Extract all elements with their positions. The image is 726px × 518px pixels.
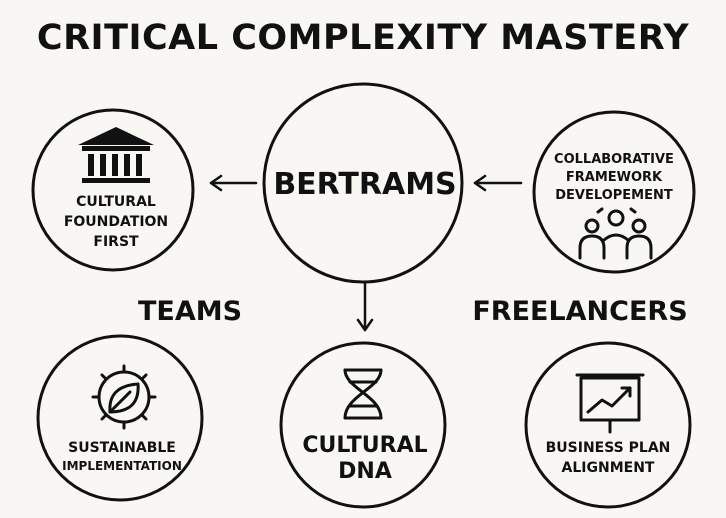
left-node-line-3: FIRST — [93, 234, 139, 250]
temple-icon — [78, 127, 154, 183]
bottom-left-node[interactable]: SUSTAINABLE IMPLEMENTATION — [36, 334, 204, 502]
bottom-right-circle — [524, 341, 692, 509]
bottom-center-node[interactable]: CULTURAL DNA — [279, 341, 447, 509]
teams-label: TEAMS — [138, 296, 242, 327]
bottom-center-line-1: CULTURAL — [302, 433, 427, 458]
bottom-right-line-2: ALIGNMENT — [562, 460, 655, 476]
gear-leaf-icon — [91, 364, 157, 430]
right-node-circle — [532, 110, 696, 274]
left-node-circle — [31, 108, 195, 272]
bottom-right-node[interactable]: BUSINESS PLAN ALIGNMENT — [524, 341, 692, 509]
bottom-center-circle — [279, 341, 447, 509]
bottom-right-line-1: BUSINESS PLAN — [546, 440, 671, 456]
bottom-center-line-2: DNA — [338, 459, 392, 484]
arrow-to-left-node — [209, 174, 258, 192]
left-node-line-2: FOUNDATION — [64, 214, 168, 230]
right-node[interactable]: COLLABORATIVE FRAMEWORK DEVELOPEMENT — [532, 110, 696, 274]
left-node-line-1: CULTURAL — [76, 194, 156, 210]
page-title: CRITICAL COMPLEXITY MASTERY — [36, 18, 690, 58]
center-circle — [262, 82, 464, 284]
freelancers-label: FREELANCERS — [472, 296, 687, 327]
right-node-line-1: COLLABORATIVE — [554, 152, 674, 167]
arrow-from-right-node — [473, 174, 523, 192]
bottom-left-line-2: IMPLEMENTATION — [62, 459, 182, 473]
arrow-to-bottom-center — [356, 282, 374, 332]
center-node[interactable]: BERTRAMS — [262, 82, 464, 284]
team-icon — [578, 207, 653, 260]
right-node-line-3: DEVELOPEMENT — [555, 188, 673, 203]
left-node[interactable]: CULTURAL FOUNDATION FIRST — [31, 108, 195, 272]
dna-icon — [343, 368, 383, 420]
bottom-left-circle — [36, 334, 204, 502]
right-node-line-2: FRAMEWORK — [566, 170, 663, 185]
center-label: BERTRAMS — [273, 167, 456, 202]
bottom-left-line-1: SUSTAINABLE — [68, 440, 176, 456]
growth-chart-icon — [575, 373, 645, 434]
